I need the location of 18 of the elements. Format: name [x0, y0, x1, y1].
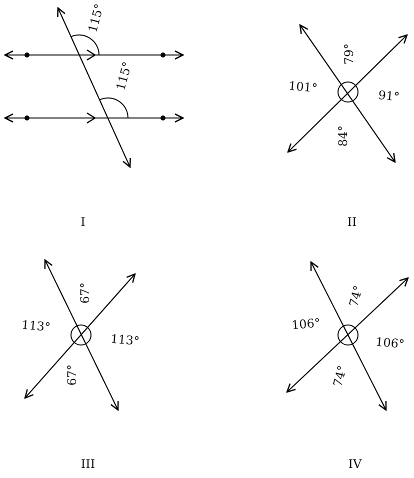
figure-label: I [80, 215, 86, 229]
angle-label: 74° [346, 284, 366, 308]
angle-label: 74° [330, 364, 350, 388]
angle-label: 67° [65, 364, 79, 386]
angle-label: 115° [86, 2, 106, 34]
angle-label: 115° [114, 60, 134, 92]
figure-label: IV [348, 457, 362, 471]
angle-label: 113° [110, 332, 140, 348]
angle-label: 113° [21, 318, 51, 334]
figure-label: II [347, 215, 357, 229]
angle-label: 84° [336, 125, 350, 147]
angle-label: 79° [342, 43, 356, 65]
figure-label: III [80, 457, 96, 471]
angle-label: 91° [378, 88, 400, 104]
angle-label: 67° [78, 282, 92, 304]
angle-label: 106° [291, 316, 321, 332]
angle-label: 101° [288, 78, 318, 96]
angle-label: 106° [375, 334, 405, 352]
